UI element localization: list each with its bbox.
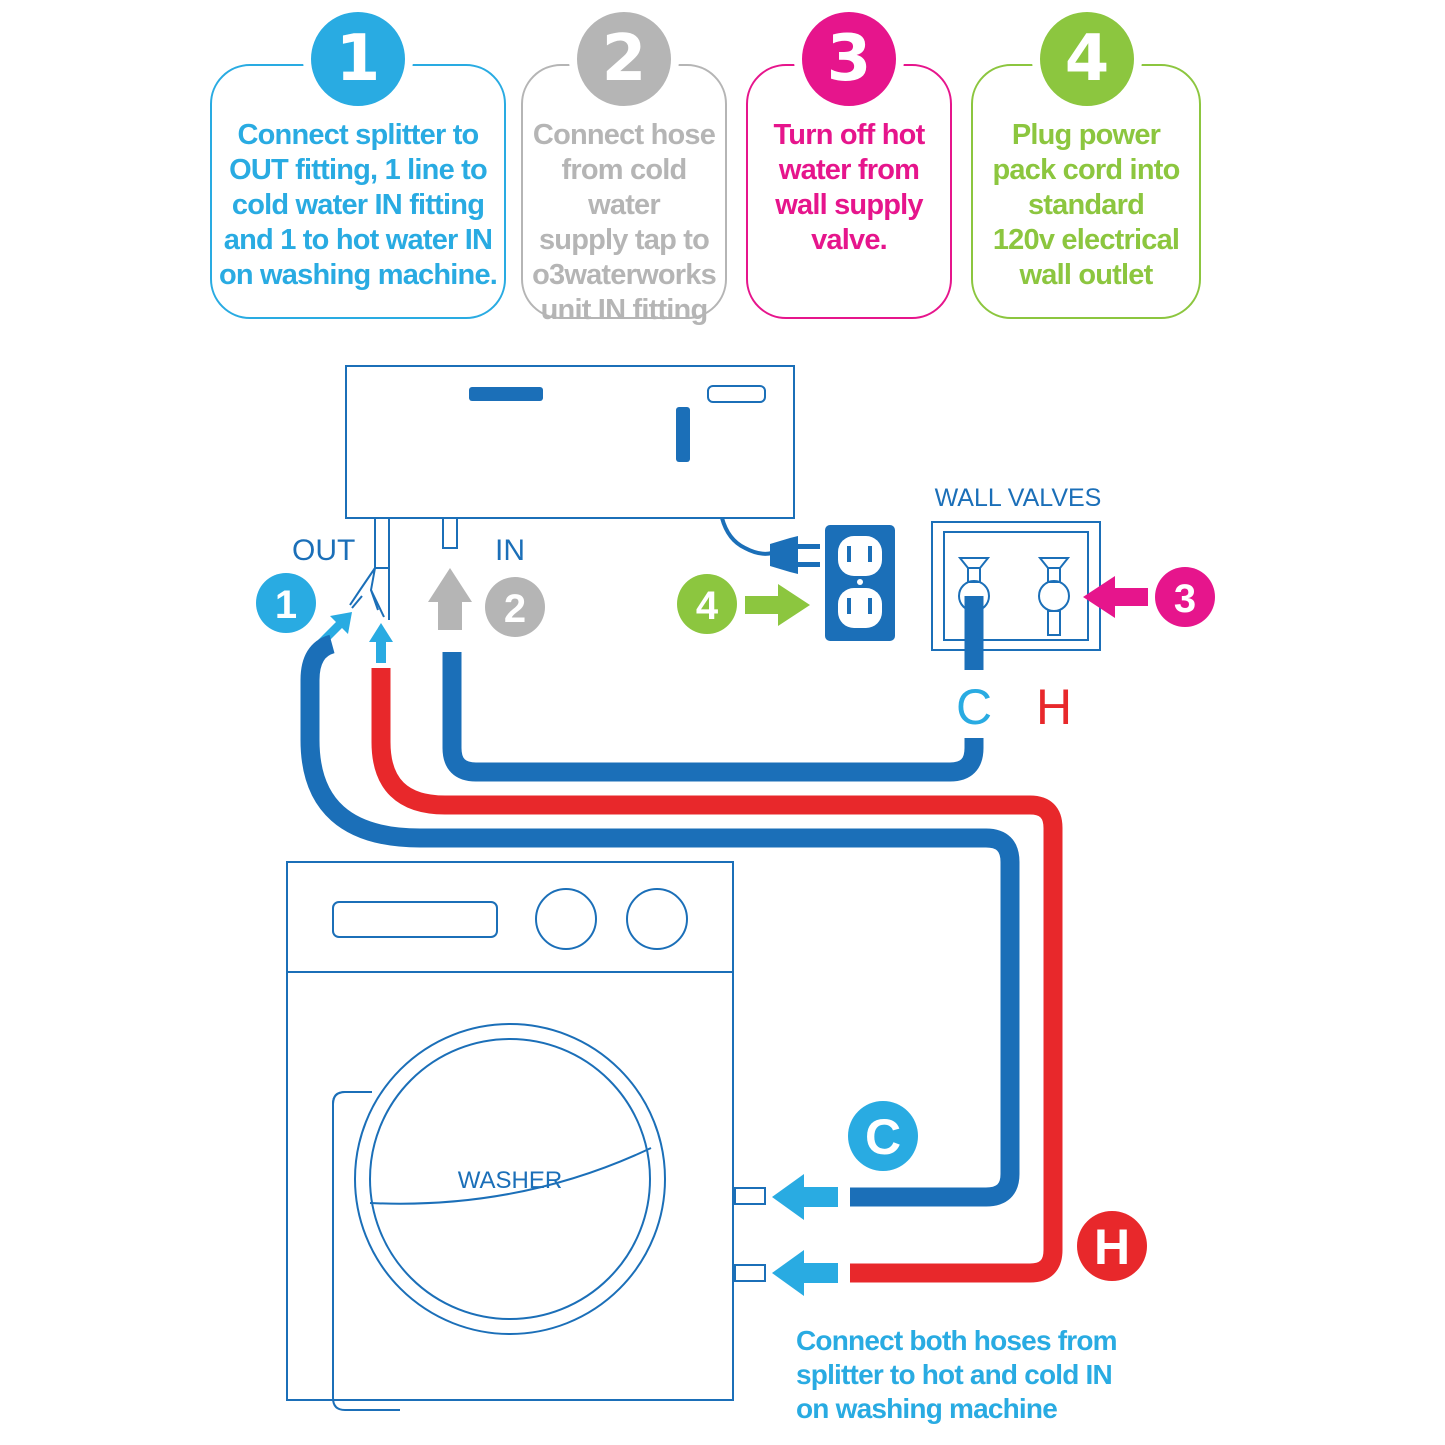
hot-valve-label: H <box>1036 679 1072 735</box>
washer-hot-arrow <box>772 1250 838 1296</box>
marker-2-number: 2 <box>504 587 526 631</box>
step-2-badge: 2 <box>569 4 679 114</box>
in-fitting <box>442 517 458 549</box>
washer-hot-inlet <box>734 1264 766 1282</box>
washer-cold-letter: C <box>865 1109 901 1165</box>
washer-cold-badge <box>848 1101 918 1171</box>
marker-3-number: 3 <box>1174 577 1196 621</box>
unit-slot <box>469 387 543 401</box>
washer-cold-arrow <box>772 1174 838 1220</box>
cold-washer-hose <box>300 634 1020 1207</box>
out-fitting <box>349 517 390 620</box>
washer-door-inner <box>369 1038 651 1320</box>
out-label: OUT <box>292 534 355 567</box>
wall-valves-label: WALL VALVES <box>935 484 1102 512</box>
cold-valve-label: C <box>956 679 992 735</box>
unit-indicator <box>676 407 690 462</box>
splitter-arrow-up <box>369 623 393 663</box>
marker-4-badge <box>677 574 737 634</box>
washer-door-outer <box>354 1023 666 1335</box>
washer-hot-letter: H <box>1094 1219 1130 1275</box>
bottom-note: Connect both hoses from splitter to hot … <box>796 1325 1124 1424</box>
in-arrow <box>428 568 472 630</box>
power-cord <box>720 517 773 556</box>
washer-label: WASHER <box>458 1167 562 1194</box>
unit-window <box>707 385 766 403</box>
hot-valve-icon <box>1037 557 1071 636</box>
step-2-box: Connect hose from cold water supply tap … <box>521 64 727 326</box>
marker-2-badge <box>485 577 545 637</box>
hot-washer-hose <box>371 668 1063 1283</box>
marker-1-badge <box>256 573 316 633</box>
step-1-badge: 1 <box>303 4 413 114</box>
marker-1-number: 1 <box>275 583 297 627</box>
marker-4-number: 4 <box>696 584 719 628</box>
step-2-text: Connect hose from cold water supply tap … <box>532 119 717 326</box>
step-4-text: Plug power pack cord into standard 120v … <box>992 119 1181 291</box>
cold-supply-hose <box>442 596 984 782</box>
wall-valves-box <box>931 521 1101 651</box>
washer-door-hinge <box>332 1091 370 1398</box>
plug-icon <box>770 536 798 574</box>
hot-valve-arrow <box>1083 576 1148 618</box>
marker-3-badge <box>1155 567 1215 627</box>
washer-knob-1 <box>535 888 597 950</box>
washer-cold-inlet <box>734 1187 766 1205</box>
washer-display <box>332 901 498 938</box>
step-3-text: Turn off hot water from wall supply valv… <box>773 119 926 256</box>
washer-hot-badge <box>1077 1211 1147 1281</box>
in-label: IN <box>495 534 525 567</box>
washer-knob-2 <box>626 888 688 950</box>
washer <box>286 861 766 1411</box>
step-3-badge: 3 <box>794 4 904 114</box>
step-4-badge: 4 <box>1032 4 1142 114</box>
step-1-text: Connect splitter to OUT fitting, 1 line … <box>218 119 498 291</box>
ozone-unit <box>345 365 795 519</box>
outlet-arrow <box>745 584 810 626</box>
washer-water-line <box>369 1147 652 1205</box>
wall-outlet-icon <box>825 525 895 641</box>
